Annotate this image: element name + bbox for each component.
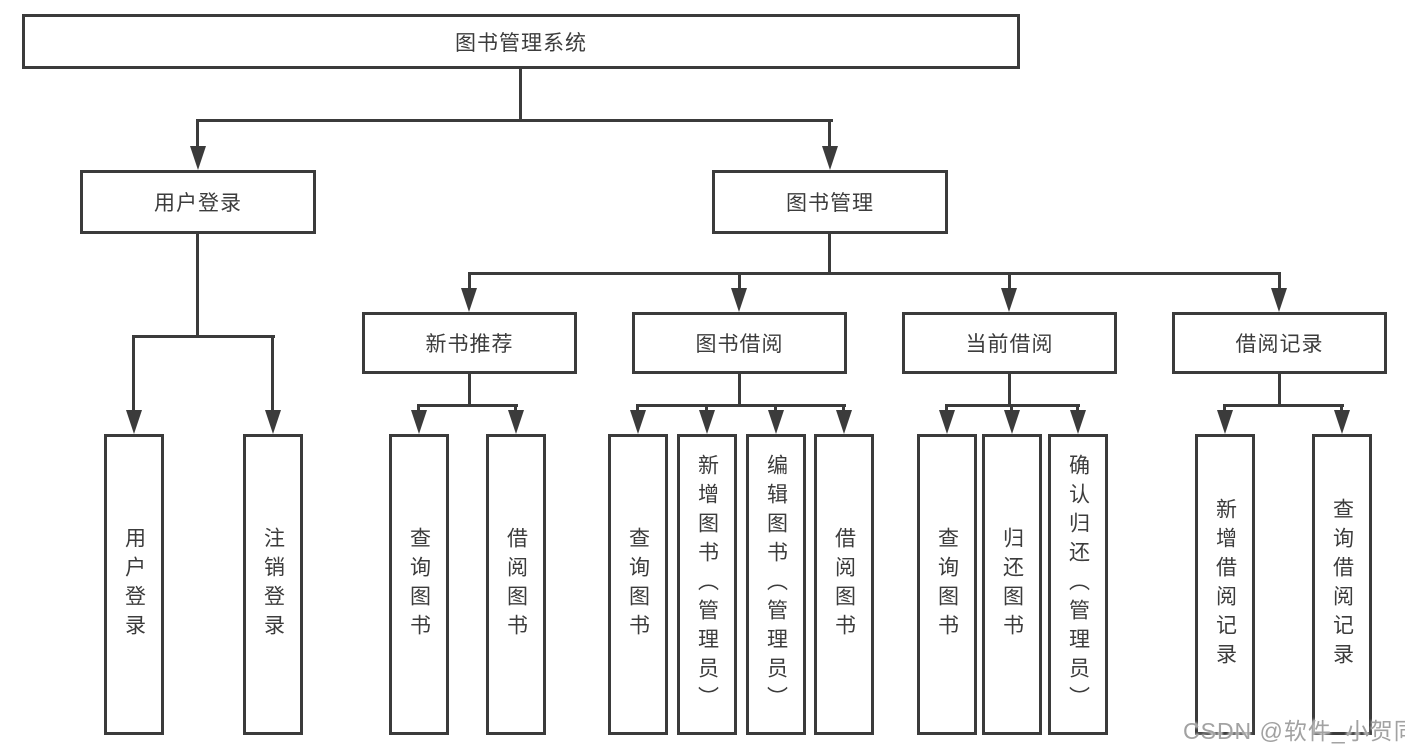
connector-drop-nbr-borrow	[514, 404, 517, 413]
connector-drop-ul-login	[132, 335, 135, 412]
arrowhead-new-book-rec	[461, 288, 477, 312]
leaf-user-login: 用户登录	[104, 434, 164, 735]
arrowhead-cb-query	[939, 410, 955, 434]
leaf-bb-edit-book: 编辑图书（管理员）	[746, 434, 806, 735]
connector-book-borrow-bus	[636, 404, 846, 407]
leaf-bb-query-book: 查询图书	[608, 434, 668, 735]
arrowhead-bb-add	[699, 410, 715, 434]
arrowhead-bb-borrow	[836, 410, 852, 434]
node-book-borrow-label: 图书借阅	[695, 333, 784, 356]
node-borrow-records-label: 借阅记录	[1235, 333, 1324, 356]
connector-drop-cb-return	[1010, 404, 1013, 413]
arrowhead-book-borrow	[731, 288, 747, 312]
connector-drop-cb-query	[945, 404, 948, 413]
connector-book-mgmt-stem	[828, 234, 831, 275]
node-new-book-rec-label: 新书推荐	[425, 333, 514, 356]
leaf-logout-label: 注销登录	[261, 526, 285, 643]
leaf-bb-borrow-book: 借阅图书	[814, 434, 874, 735]
connector-book-mgmt-bus	[468, 272, 1281, 275]
connector-drop-bb-borrow	[842, 404, 845, 413]
leaf-br-query-record-label: 查询借阅记录	[1330, 497, 1354, 672]
node-user-login: 用户登录	[80, 170, 316, 234]
connector-drop-cb-confirm	[1076, 404, 1079, 413]
connector-user-login-bus	[132, 335, 275, 338]
connector-drop-ul-logout	[271, 335, 274, 412]
leaf-nbr-borrow-book: 借阅图书	[486, 434, 546, 735]
connector-new-book-rec-stem	[468, 374, 471, 407]
csdn-watermark: CSDN @软件_小贺同学	[1183, 718, 1405, 744]
connector-root-bus	[196, 119, 833, 122]
leaf-bb-borrow-book-label: 借阅图书	[832, 526, 856, 643]
arrowhead-current-borrow	[1001, 288, 1017, 312]
leaf-bb-add-book-label: 新增图书（管理员）	[695, 454, 719, 715]
leaf-cb-return-book-label: 归还图书	[1000, 526, 1024, 643]
leaf-bb-query-book-label: 查询图书	[626, 526, 650, 643]
connector-drop-br-query	[1340, 404, 1343, 413]
node-root: 图书管理系统	[22, 14, 1020, 69]
connector-borrow-records-bus	[1223, 404, 1344, 407]
node-user-login-label: 用户登录	[154, 192, 242, 215]
connector-drop-br-add	[1223, 404, 1226, 413]
connector-new-book-rec-bus	[417, 404, 518, 407]
node-current-borrow-label: 当前借阅	[965, 333, 1054, 356]
connector-drop-new-book-rec	[468, 272, 471, 291]
arrowhead-cb-confirm	[1070, 410, 1086, 434]
arrowhead-nbr-borrow	[508, 410, 524, 434]
connector-drop-bb-edit	[774, 404, 777, 413]
leaf-br-add-record-label: 新增借阅记录	[1213, 497, 1237, 672]
connector-current-borrow-stem	[1008, 374, 1011, 407]
arrowhead-ul-logout	[265, 410, 281, 434]
arrowhead-book-mgmt	[822, 146, 838, 170]
connector-drop-bb-add	[705, 404, 708, 413]
leaf-cb-query-book-label: 查询图书	[935, 526, 959, 643]
leaf-logout: 注销登录	[243, 434, 303, 735]
arrowhead-nbr-query	[411, 410, 427, 434]
connector-book-borrow-stem	[738, 374, 741, 407]
connector-drop-bb-query	[636, 404, 639, 413]
arrowhead-ul-login	[126, 410, 142, 434]
leaf-br-add-record: 新增借阅记录	[1195, 434, 1255, 735]
connector-drop-current-borrow	[1008, 272, 1011, 291]
connector-drop-user-login	[196, 119, 199, 149]
arrowhead-borrow-records	[1271, 288, 1287, 312]
leaf-bb-add-book: 新增图书（管理员）	[677, 434, 737, 735]
node-current-borrow: 当前借阅	[902, 312, 1117, 374]
node-borrow-records: 借阅记录	[1172, 312, 1387, 374]
node-book-mgmt: 图书管理	[712, 170, 948, 234]
arrowhead-bb-edit	[768, 410, 784, 434]
leaf-nbr-borrow-book-label: 借阅图书	[504, 526, 528, 643]
leaf-cb-confirm-return: 确认归还（管理员）	[1048, 434, 1108, 735]
node-new-book-rec: 新书推荐	[362, 312, 577, 374]
leaf-cb-confirm-return-label: 确认归还（管理员）	[1066, 454, 1090, 715]
leaf-nbr-query-book-label: 查询图书	[407, 526, 431, 643]
connector-drop-book-borrow	[738, 272, 741, 291]
leaf-nbr-query-book: 查询图书	[389, 434, 449, 735]
arrowhead-user-login	[190, 146, 206, 170]
node-book-borrow: 图书借阅	[632, 312, 847, 374]
leaf-cb-query-book: 查询图书	[917, 434, 977, 735]
leaf-cb-return-book: 归还图书	[982, 434, 1042, 735]
leaf-br-query-record: 查询借阅记录	[1312, 434, 1372, 735]
connector-drop-nbr-query	[417, 404, 420, 413]
connector-root-stem	[519, 68, 522, 122]
connector-drop-borrow-records	[1278, 272, 1281, 291]
arrowhead-br-add	[1217, 410, 1233, 434]
leaf-user-login-label: 用户登录	[122, 526, 146, 643]
arrowhead-br-query	[1334, 410, 1350, 434]
arrowhead-bb-query	[630, 410, 646, 434]
node-root-label: 图书管理系统	[455, 31, 587, 55]
node-book-mgmt-label: 图书管理	[786, 192, 874, 215]
connector-drop-book-mgmt	[828, 119, 831, 149]
arrowhead-cb-return	[1004, 410, 1020, 434]
connector-user-login-stem	[196, 234, 199, 338]
connector-borrow-records-stem	[1278, 374, 1281, 407]
leaf-bb-edit-book-label: 编辑图书（管理员）	[764, 454, 788, 715]
